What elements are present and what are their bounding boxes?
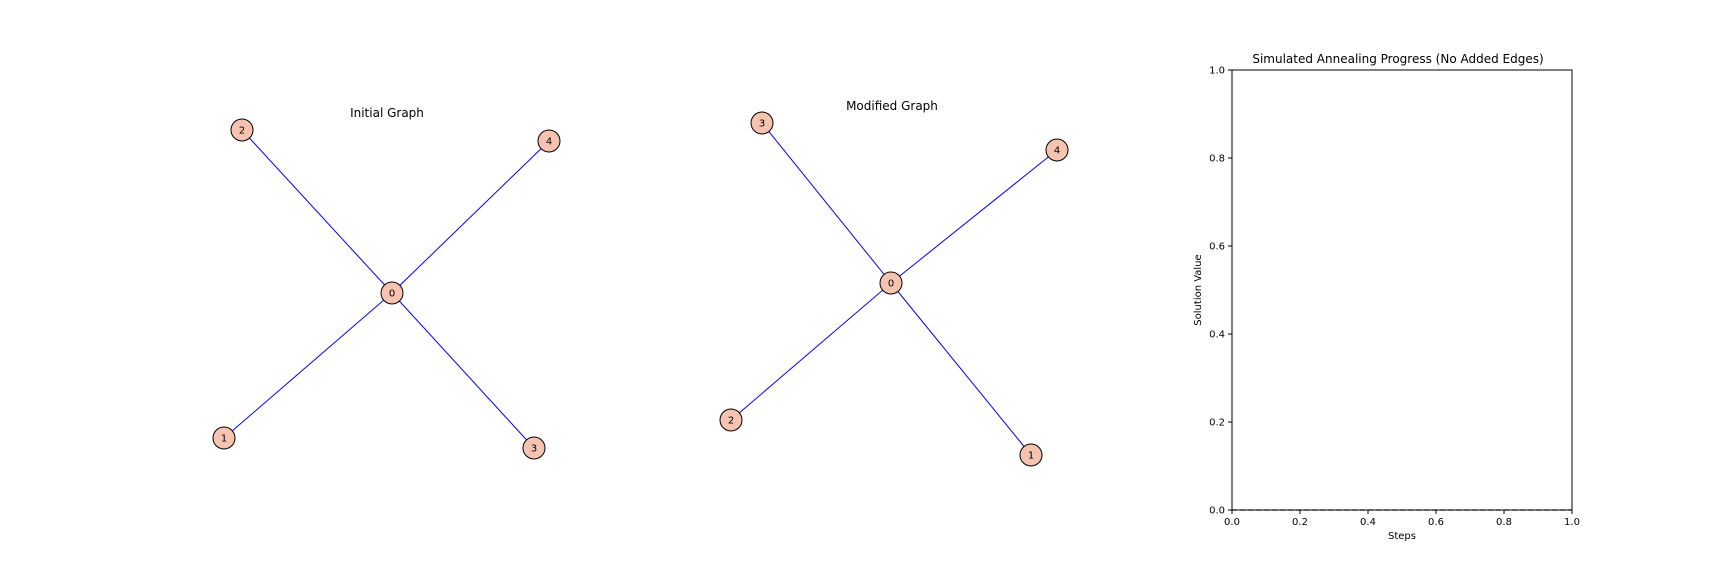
modified-graph-panel: Modified Graph 0 1 2 3 4 [719,99,1069,467]
initial-node-label-0: 0 [389,289,395,300]
modified-edge-0-3 [761,122,892,284]
x-tick-label: 0.8 [1496,517,1512,528]
y-tick-label: 0.4 [1209,330,1225,341]
x-tick-label: 1.0 [1564,517,1580,528]
modified-edge-0-2 [730,282,892,421]
x-tick-label: 0.4 [1360,517,1376,528]
initial-graph-edges [223,129,550,449]
modified-node-0: 0 [879,271,903,295]
modified-node-label-0: 0 [888,279,894,290]
modified-node-4: 4 [1045,138,1069,162]
x-axis-ticks: 0.0 0.2 0.4 0.6 0.8 1.0 [1224,510,1580,528]
plot-area-frame [1231,69,1573,511]
y-tick-label: 0.2 [1209,418,1225,429]
initial-node-label-3: 3 [531,444,537,455]
modified-node-label-1: 1 [1028,451,1034,462]
initial-node-1: 1 [212,426,236,450]
x-tick-label: 0.6 [1428,517,1444,528]
y-axis-ticks: 0.0 0.2 0.4 0.6 0.8 1.0 [1209,66,1232,517]
initial-graph-nodes: 0 1 2 3 4 [212,118,561,460]
x-axis-label: Steps [1388,531,1416,542]
initial-edge-0-2 [241,129,393,294]
modified-node-label-4: 4 [1054,146,1060,157]
chart-title: Simulated Annealing Progress (No Added E… [1252,52,1543,66]
y-axis-label: Solution Value [1193,254,1204,325]
initial-edge-0-3 [391,292,535,449]
modified-node-circle-0 [879,271,903,295]
initial-node-label-2: 2 [239,126,245,137]
y-tick-label: 0.6 [1209,242,1225,253]
modified-node-2: 2 [719,408,743,432]
initial-node-2: 2 [230,118,254,142]
x-tick-label: 0.2 [1292,517,1308,528]
modified-graph-title: Modified Graph [846,99,938,113]
modified-graph-nodes: 0 1 2 3 4 [719,111,1069,467]
initial-node-circle-1 [212,426,236,450]
initial-node-0: 0 [380,281,404,305]
modified-edge-0-4 [890,149,1058,284]
y-tick-label: 0.0 [1209,506,1225,517]
initial-node-label-1: 1 [221,434,227,445]
initial-node-circle-3 [522,436,546,460]
initial-node-3: 3 [522,436,546,460]
y-tick-label: 0.8 [1209,154,1225,165]
modified-node-label-2: 2 [728,416,734,427]
initial-graph-title: Initial Graph [350,106,424,120]
x-tick-label: 0.0 [1224,517,1240,528]
modified-node-circle-2 [719,408,743,432]
initial-edge-0-1 [223,292,393,439]
modified-node-circle-1 [1019,443,1043,467]
annealing-chart-panel: Simulated Annealing Progress (No Added E… [1193,52,1580,542]
modified-graph-edges [730,122,1058,456]
y-tick-label: 1.0 [1209,66,1225,77]
initial-node-label-4: 4 [546,137,552,148]
initial-node-circle-2 [230,118,254,142]
modified-node-3: 3 [750,111,774,135]
modified-node-label-3: 3 [759,119,765,130]
initial-node-circle-0 [380,281,404,305]
modified-node-circle-4 [1045,138,1069,162]
modified-node-1: 1 [1019,443,1043,467]
initial-node-circle-4 [537,129,561,153]
modified-node-circle-3 [750,111,774,135]
initial-node-4: 4 [537,129,561,153]
modified-edge-0-1 [890,282,1032,456]
initial-edge-0-4 [391,140,550,294]
initial-graph-panel: Initial Graph 0 1 2 3 4 [212,106,561,460]
